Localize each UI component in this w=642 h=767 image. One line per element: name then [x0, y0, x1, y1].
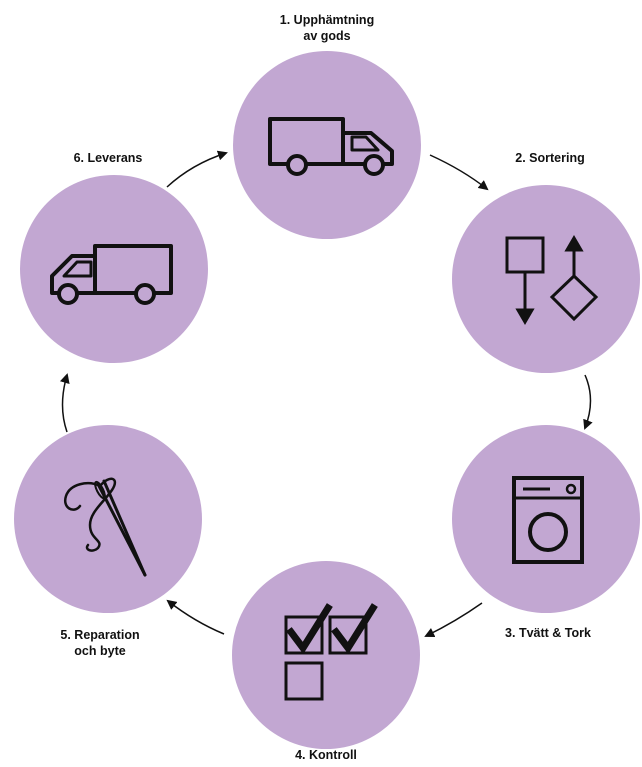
arrow-4-to-5 [166, 599, 225, 635]
step-2-circle [452, 185, 640, 373]
step-2-label-line-1: 2. Sortering [515, 151, 585, 165]
step-6-circle [20, 175, 208, 363]
step-1-circle [233, 51, 421, 239]
step-5-circle [14, 425, 202, 613]
step-4-circle [232, 561, 420, 749]
step-circles [14, 51, 640, 749]
step-2-label: 2. Sortering [500, 150, 600, 166]
delivery-truck-icon [50, 244, 173, 305]
step-6-label: 6. Leverans [58, 150, 158, 166]
arrow-5-to-6 [59, 373, 70, 433]
step-5-label-line-2: och byte [74, 644, 126, 658]
cycle-arrows [59, 150, 593, 638]
step-3-label-line-1: 3. Tvätt & Tork [505, 626, 591, 640]
step-3-circle [452, 425, 640, 613]
step-1-label: 1. Upphämtning av gods [267, 12, 387, 44]
step-5-label-line-1: 5. Reparation [60, 628, 140, 642]
checklist-icon [284, 603, 378, 701]
sorting-flowchart-icon [505, 235, 599, 325]
step-1-label-line-2: av gods [303, 29, 351, 43]
step-4-label-line-1: 4. Kontroll [295, 748, 357, 762]
step-6-label-line-1: 6. Leverans [73, 151, 143, 165]
washing-machine-icon [512, 476, 584, 564]
step-3-label: 3. Tvätt & Tork [493, 625, 603, 641]
step-4-label: 4. Kontroll [281, 747, 371, 763]
needle-thread-icon [63, 477, 147, 577]
step-5-label: 5. Reparation och byte [40, 627, 160, 659]
truck-icon [268, 117, 394, 176]
arrow-2-to-3 [583, 374, 593, 430]
arrow-1-to-2 [429, 154, 489, 191]
step-1-label-line-1: 1. Upphämtning [279, 13, 375, 27]
arrow-6-to-1 [166, 150, 228, 188]
arrow-3-to-4 [424, 602, 483, 638]
